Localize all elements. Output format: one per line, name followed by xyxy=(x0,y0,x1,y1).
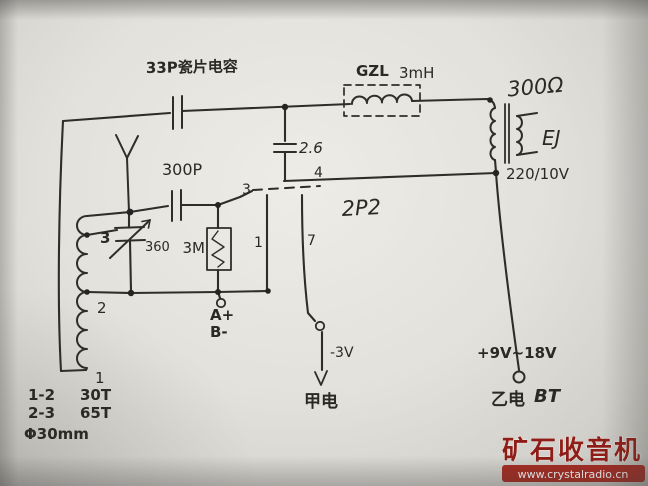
terminal-battery-b xyxy=(512,370,526,384)
wire-bplus-vertical xyxy=(494,171,521,372)
watermark-url: www.crystalradio.cn xyxy=(518,468,629,481)
label-cap-26: 2.6 xyxy=(299,139,323,157)
label-tuning-cap-360: 360 xyxy=(145,240,170,255)
label-battery-b-minus: B- xyxy=(210,323,228,341)
circuit-wires xyxy=(57,97,521,373)
label-choke-value: 3mH xyxy=(399,64,434,82)
label-battery-a-plus: A+ xyxy=(210,306,234,324)
wire-filament-right xyxy=(300,193,317,323)
label-impedance-300: 300Ω xyxy=(506,73,564,102)
label-coil-tap2: 2 xyxy=(97,299,107,317)
label-tube-pin1: 1 xyxy=(254,235,263,251)
label-cap-300p: 300P xyxy=(162,160,203,179)
note-winding-2-3-turns: 65T xyxy=(80,404,112,422)
label-battery-a: 甲电 xyxy=(304,391,338,412)
label-transformer-ratio: 220/10V xyxy=(506,165,570,183)
terminal-battery-a xyxy=(314,370,328,386)
label-cap-33p: 33P瓷片电容 xyxy=(146,57,238,77)
wire-grid xyxy=(216,189,254,207)
label-choke-name: GZL xyxy=(356,62,389,80)
label-battery-b: 乙电 xyxy=(491,389,525,410)
wire-300p-left xyxy=(128,204,170,214)
output-transformer-symbol xyxy=(489,103,538,164)
watermark: 矿石收音机 www.crystalradio.cn xyxy=(502,435,645,482)
wire-anode-horizontal xyxy=(282,171,498,183)
wire-horizontal-return xyxy=(85,289,270,295)
label-b-voltage: +9V~18V xyxy=(477,344,557,362)
terminal-battery-a-plus xyxy=(215,297,227,309)
wire-top-1 xyxy=(61,111,172,123)
label-earphone: EJ xyxy=(542,126,561,150)
tuning-capacitor-symbol xyxy=(109,219,151,259)
note-winding-1-2: 1-2 xyxy=(28,386,55,404)
note-winding-1-2-turns: 30T xyxy=(80,386,112,404)
wire-bottom-left xyxy=(59,368,88,373)
wire-top-2 xyxy=(180,102,352,113)
junction-dots xyxy=(84,97,500,297)
label-coil-tap3: 3 xyxy=(100,229,110,247)
resistor-3m-symbol xyxy=(206,227,232,271)
wire-node-to-coil-top xyxy=(85,210,132,218)
wire-top-3 xyxy=(410,97,497,110)
wire-left-vertical xyxy=(57,119,65,373)
note-winding-2-3: 2-3 xyxy=(28,404,55,422)
label-filament-voltage: -3V xyxy=(330,345,354,361)
watermark-title: 矿石收音机 xyxy=(502,435,642,466)
label-tube-2p2: 2P2 xyxy=(341,195,382,221)
wire-varcap-bottom xyxy=(128,239,133,293)
label-tube-pin3: 3 xyxy=(242,182,251,198)
filament-switch-symbol xyxy=(314,320,326,332)
label-tube-pin7: 7 xyxy=(307,233,316,249)
antenna-symbol xyxy=(115,134,139,213)
note-coil-diameter: Φ30mm xyxy=(24,425,89,443)
schematic-labels: 33P瓷片电容 GZL 3mH 300Ω EJ 220/10V 2.6 300P… xyxy=(95,57,570,412)
wire-coil-tap3 xyxy=(85,228,119,237)
watermark-url-bar xyxy=(502,465,645,482)
label-resistor-3m: 3M xyxy=(183,239,206,257)
coil-winding-notes: 1-2 30T 2-3 65T Φ30mm xyxy=(24,386,112,443)
label-battery-b-bt: BT xyxy=(534,386,562,407)
tube-2p2-symbol xyxy=(252,185,321,191)
capacitor-300p-symbol xyxy=(171,189,182,222)
label-coil-tap1: 1 xyxy=(95,369,105,387)
label-tube-pin4: 4 xyxy=(314,165,323,181)
capacitor-2u-symbol xyxy=(273,143,297,153)
capacitor-33p-symbol xyxy=(172,95,183,130)
choke-gzl-symbol xyxy=(343,84,421,117)
